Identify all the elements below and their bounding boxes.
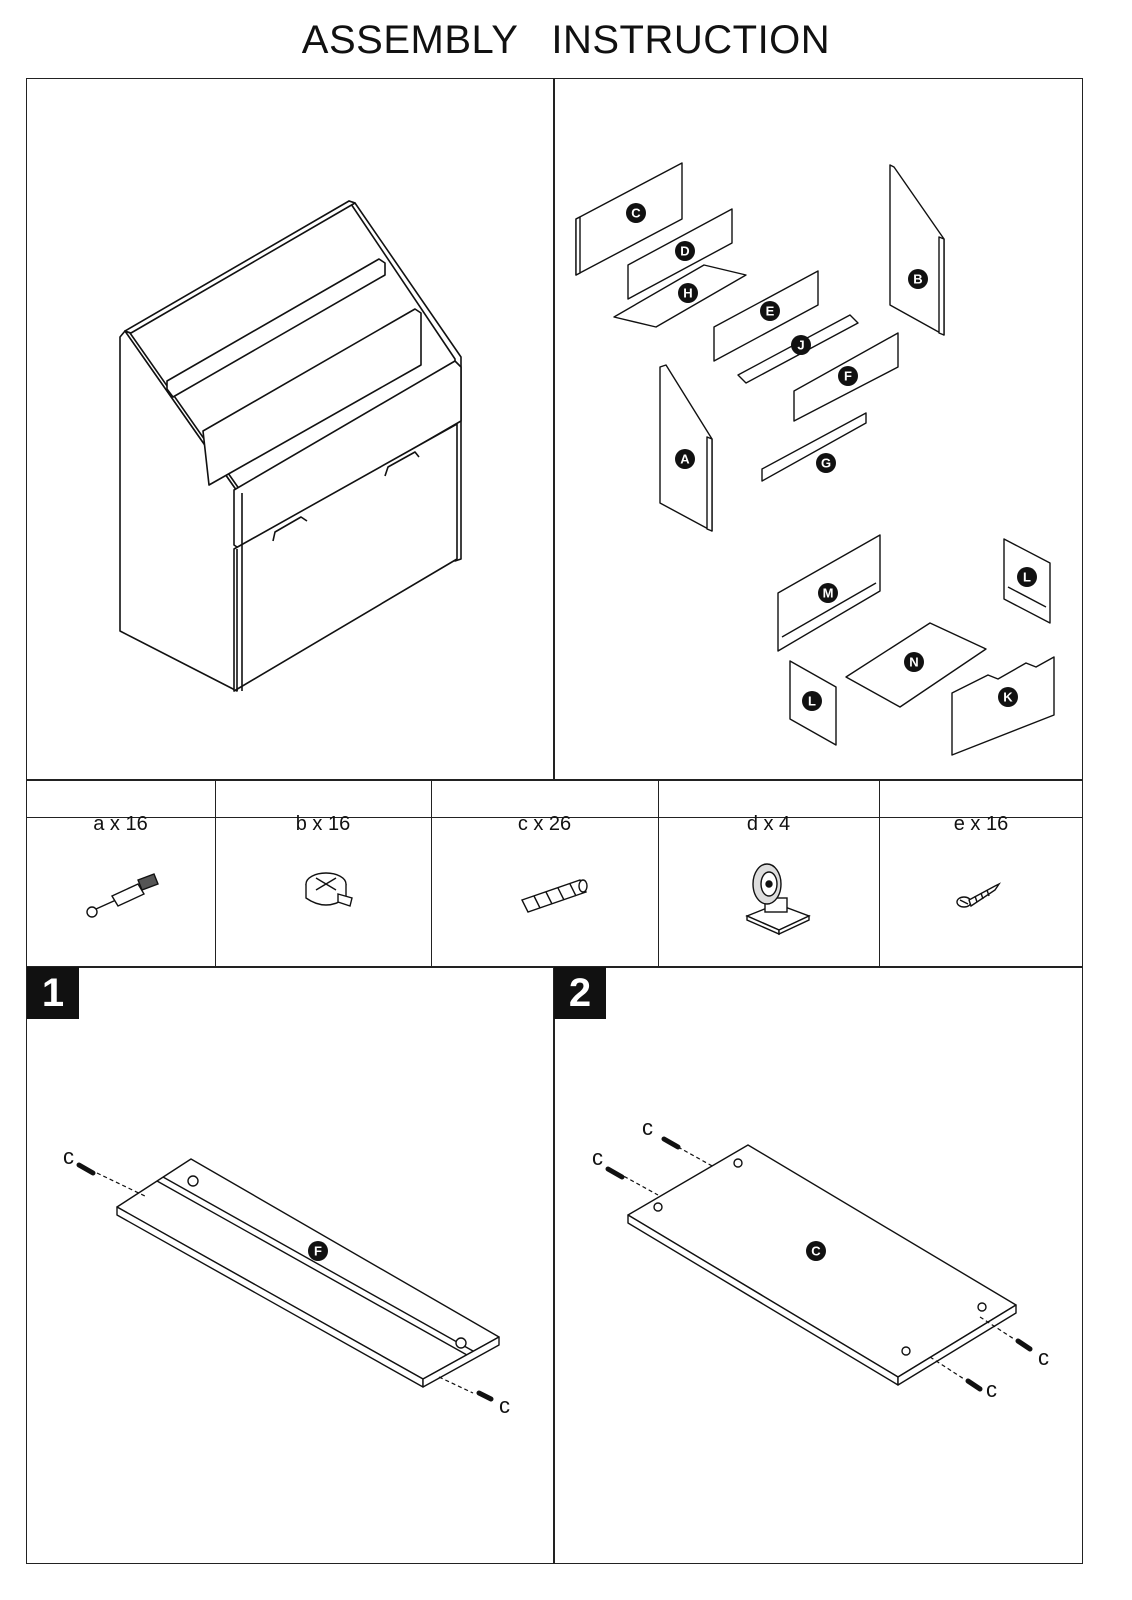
hardware-col-divider-4 bbox=[879, 779, 880, 968]
part-label-F: F bbox=[844, 369, 852, 384]
part-label-A: A bbox=[680, 452, 690, 467]
hardware-col-divider-3 bbox=[658, 779, 659, 968]
hardware-col-divider-2 bbox=[431, 779, 432, 968]
parts-exploded-panel: C D H E J F G A B M L N L K bbox=[553, 78, 1083, 781]
step-1-part-label: F bbox=[314, 1244, 322, 1259]
step-2-fastener-label-1: c bbox=[592, 1145, 603, 1170]
part-label-G: G bbox=[821, 456, 831, 471]
part-label-E: E bbox=[766, 304, 775, 319]
product-overview-panel bbox=[26, 78, 555, 781]
caster-wheel-icon bbox=[745, 863, 811, 936]
hardware-header-row-divider bbox=[26, 817, 1083, 818]
hardware-label-c: c x 26 bbox=[517, 813, 572, 835]
step-1-number: 1 bbox=[27, 967, 79, 1019]
part-G-panel bbox=[761, 412, 867, 482]
step-1-diagram: F c c bbox=[63, 1144, 510, 1418]
wooden-dowel-icon bbox=[521, 879, 588, 913]
hardware-col-divider-1 bbox=[215, 779, 216, 968]
part-label-L-bottom: L bbox=[808, 694, 816, 709]
cam-lock-icon bbox=[305, 872, 353, 907]
part-label-M: M bbox=[823, 586, 834, 601]
step-2-number: 2 bbox=[554, 967, 606, 1019]
parts-diagram: C D H E J F G A B M L N L K bbox=[575, 162, 1055, 756]
part-label-N: N bbox=[909, 655, 918, 670]
hardware-label-a: a x 16 bbox=[93, 813, 148, 835]
screw-icon bbox=[956, 882, 1002, 908]
step-2-fastener-label-2: c bbox=[642, 1115, 653, 1140]
step-2-fastener-label-4: c bbox=[986, 1377, 997, 1402]
page-title: ASSEMBLY INSTRUCTION bbox=[301, 18, 831, 62]
step-1-fastener-label-right: c bbox=[499, 1393, 510, 1418]
cam-bolt-icon bbox=[86, 873, 159, 918]
step-2-fastener-label-3: c bbox=[1038, 1345, 1049, 1370]
step-2-panel: 2 C c c c c bbox=[553, 966, 1083, 1564]
assembled-bookshelf-illustration bbox=[119, 200, 462, 692]
hardware-label-b: b x 16 bbox=[295, 813, 351, 835]
part-A-panel bbox=[659, 364, 713, 532]
part-label-L-top: L bbox=[1023, 570, 1031, 585]
hardware-label-e: e x 16 bbox=[953, 813, 1009, 835]
part-label-C: C bbox=[631, 206, 641, 221]
part-label-J: J bbox=[797, 338, 804, 353]
part-label-B: B bbox=[913, 272, 922, 287]
part-label-H: H bbox=[683, 286, 692, 301]
part-K-panel bbox=[951, 656, 1055, 756]
step-2-part-label: C bbox=[811, 1244, 821, 1259]
part-label-K: K bbox=[1003, 690, 1013, 705]
part-B-panel bbox=[889, 164, 945, 336]
part-label-D: D bbox=[680, 244, 689, 259]
step-2-diagram: C c c c c bbox=[592, 1115, 1049, 1402]
step-1-panel: 1 F c c bbox=[26, 966, 555, 1564]
step-1-fastener-label-left: c bbox=[63, 1144, 74, 1169]
hardware-label-d: d x 4 bbox=[746, 813, 791, 835]
